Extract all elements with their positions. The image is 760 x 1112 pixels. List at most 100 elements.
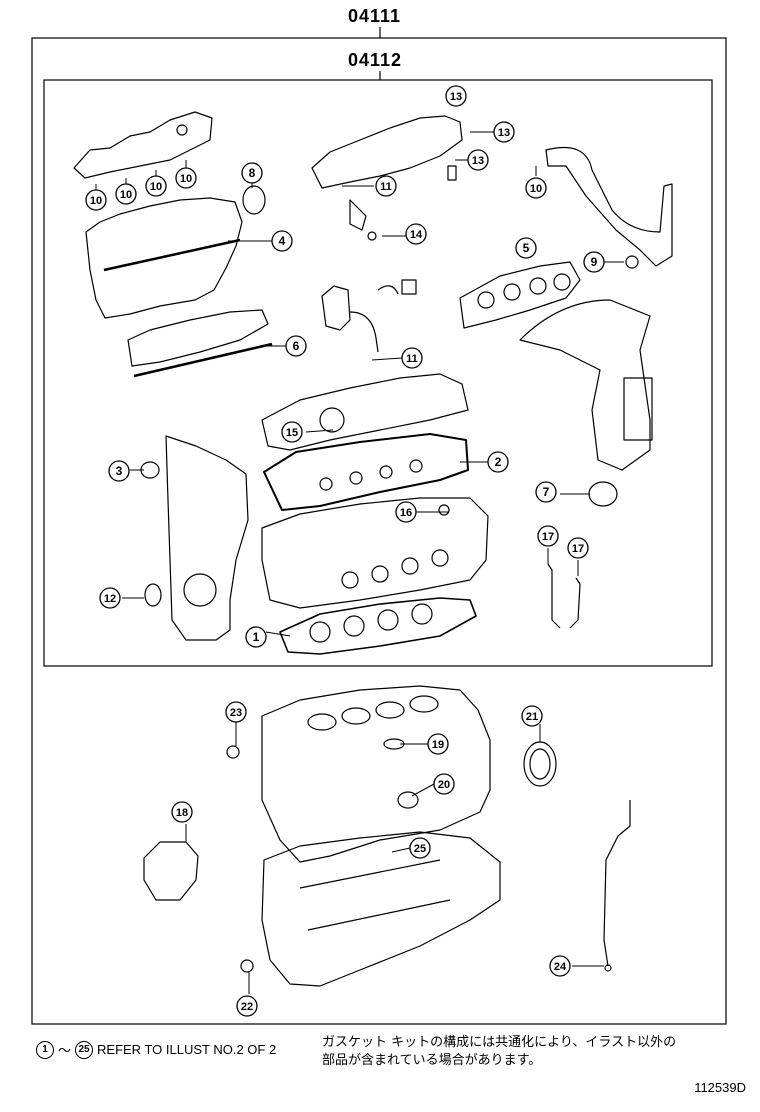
refer-note-text: REFER TO ILLUST NO.2 OF 2	[97, 1042, 277, 1057]
callout-number: 17	[542, 531, 554, 543]
illustration-id: 112539D	[694, 1080, 746, 1095]
callout-circle	[395, 501, 417, 523]
callout-number: 10	[150, 181, 162, 193]
callout-c20: 20	[433, 773, 455, 795]
callout-circle	[401, 347, 423, 369]
callout-circle	[487, 451, 509, 473]
callout-c11a: 11	[375, 175, 397, 197]
callout-c25: 25	[409, 837, 431, 859]
callout-number: 9	[591, 255, 598, 269]
callout-c18: 18	[171, 801, 193, 823]
callout-circle	[467, 149, 489, 171]
callout-c1: 1	[245, 626, 267, 648]
japanese-note: ガスケット キットの構成には共通化により、イラスト以外の 部品が含まれている場合…	[322, 1034, 722, 1070]
callout-c17b: 17	[567, 537, 589, 559]
callout-circle	[521, 705, 543, 727]
callout-circle	[245, 626, 267, 648]
callout-c17a: 17	[537, 525, 559, 547]
callout-number: 14	[410, 229, 423, 241]
callout-number: 12	[104, 593, 116, 605]
callout-number: 13	[472, 155, 484, 167]
callout-c15: 15	[281, 421, 303, 443]
callout-number: 2	[495, 455, 502, 469]
callout-circle	[225, 701, 247, 723]
callout-circle	[175, 167, 197, 189]
callout-circle	[271, 230, 293, 252]
callout-c6: 6	[285, 335, 307, 357]
callout-number: 22	[241, 1001, 253, 1013]
callout-number: 15	[286, 427, 298, 439]
callout-number: 23	[230, 707, 242, 719]
callout-c13c: 13	[467, 149, 489, 171]
callout-circle	[525, 177, 547, 199]
callout-c16: 16	[395, 501, 417, 523]
callout-number: 3	[116, 464, 123, 478]
callout-c23: 23	[225, 701, 247, 723]
callout-circle	[241, 162, 263, 184]
japanese-note-line-2: 部品が含まれている場合があります。	[322, 1053, 542, 1068]
inner-kit-code: 04112	[348, 50, 403, 70]
callout-circle	[281, 421, 303, 443]
range-tilde: ～	[58, 1043, 72, 1058]
callout-number: 11	[406, 353, 418, 365]
callout-c10c: 10	[145, 175, 167, 197]
callout-number: 10	[530, 183, 542, 195]
callout-c21: 21	[521, 705, 543, 727]
callout-c10d: 10	[175, 167, 197, 189]
callout-circle	[99, 587, 121, 609]
callout-number: 10	[90, 195, 102, 207]
callout-number: 18	[176, 807, 188, 819]
kit-frames	[31, 27, 727, 1025]
callout-number: 16	[400, 507, 412, 519]
callout-c9: 9	[583, 251, 605, 273]
callout-c3: 3	[108, 460, 130, 482]
callout-c13a: 13	[445, 85, 467, 107]
callout-c8: 8	[241, 162, 263, 184]
callout-circle	[433, 773, 455, 795]
callout-circle	[409, 837, 431, 859]
callout-c10a: 10	[85, 189, 107, 211]
callout-number: 25	[414, 843, 426, 855]
callout-c2: 2	[487, 451, 509, 473]
callout-circle	[493, 121, 515, 143]
callout-c5: 5	[515, 237, 537, 259]
callout-number: 1	[253, 630, 260, 644]
callout-c11b: 11	[401, 347, 423, 369]
callout-number: 19	[432, 739, 444, 751]
callout-c19: 19	[427, 733, 449, 755]
callout-number: 21	[526, 711, 538, 723]
japanese-note-line-1: ガスケット キットの構成には共通化により、イラスト以外の	[322, 1035, 677, 1050]
range-end-marker: 25	[75, 1040, 94, 1059]
callout-number: 17	[572, 543, 584, 555]
callout-number: 13	[498, 127, 510, 139]
callout-number: 10	[120, 189, 132, 201]
callout-circle	[145, 175, 167, 197]
callout-c7: 7	[535, 481, 557, 503]
callout-c12: 12	[99, 587, 121, 609]
callout-number: 24	[554, 961, 567, 973]
callout-number: 8	[249, 166, 256, 180]
range-start-marker: 1	[36, 1040, 54, 1059]
callout-circle	[445, 85, 467, 107]
callout-c14: 14	[405, 223, 427, 245]
callout-circle	[85, 189, 107, 211]
callout-number: 10	[180, 173, 192, 185]
leader-lines	[95, 131, 624, 994]
callout-number: 4	[279, 234, 286, 248]
callout-number: 11	[380, 181, 392, 193]
footer-reference-note: 1 ～ 25 REFER TO ILLUST NO.2 OF 2	[36, 1040, 276, 1059]
callout-circle	[405, 223, 427, 245]
callout-circle	[115, 183, 137, 205]
outer-kit-code: 04111	[348, 6, 402, 26]
callout-circle	[375, 175, 397, 197]
callout-circle	[515, 237, 537, 259]
callout-c22: 22	[236, 995, 258, 1017]
callout-circle	[567, 537, 589, 559]
callout-number: 7	[543, 485, 550, 499]
callout-number: 6	[293, 339, 300, 353]
callout-circle	[537, 525, 559, 547]
callout-circle	[427, 733, 449, 755]
callout-number: 20	[438, 779, 450, 791]
